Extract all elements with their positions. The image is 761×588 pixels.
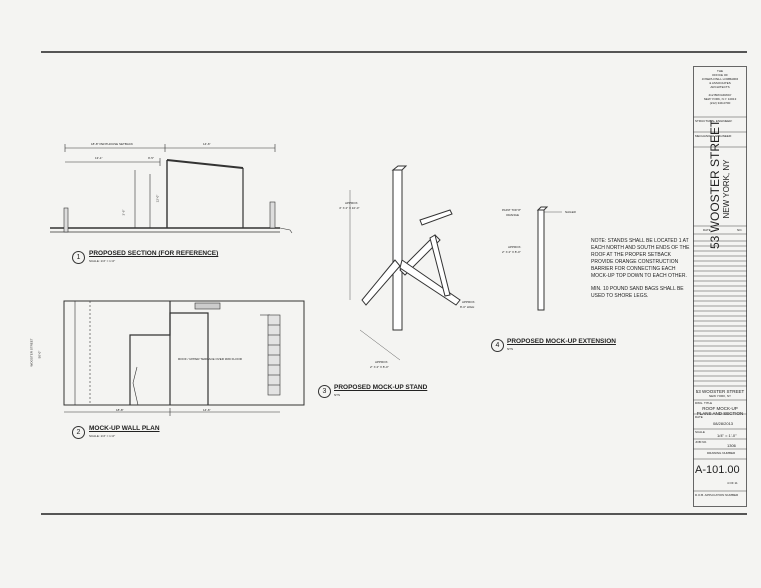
dim-14-6-top: 14'-6" bbox=[203, 142, 211, 146]
office-line-8: NEW YORK, N.Y. 10013 bbox=[703, 97, 737, 101]
dim-18-8: 18'-8" bbox=[116, 408, 124, 412]
office-line-2: OFFICE OF bbox=[712, 73, 728, 77]
note-sandbags: MIN. 10 POUND SAND BAGS SHALL BE USED TO… bbox=[591, 286, 684, 299]
office-line-3: JOSEPH PELL LOMBARDI bbox=[701, 77, 739, 81]
structural-engineer-label: STRUCTURAL ENGINEER: bbox=[695, 119, 733, 123]
drawing-2-number: 2 bbox=[72, 426, 85, 439]
title-block-frame bbox=[693, 66, 747, 507]
drawing-4-title: PROPOSED MOCK-UP EXTENSION bbox=[507, 338, 616, 345]
project-city-vertical: NEW YORK, NY bbox=[722, 159, 731, 219]
drawing-number: A-101.00 bbox=[695, 464, 740, 476]
drawing-3-number: 3 bbox=[318, 385, 331, 398]
project-name-vertical: 53 WOOSTER STREET NEW YORK, NY bbox=[708, 119, 735, 249]
approx-ext-l2: 2" X 4" X 8'-0" bbox=[502, 250, 521, 254]
job-label: JOB NO. bbox=[695, 440, 708, 444]
drawing-2-title: MOCK-UP WALL PLAN bbox=[89, 425, 160, 432]
dim-9-5: 9'-5" bbox=[148, 156, 154, 160]
rev-no-header: NO. bbox=[737, 228, 743, 232]
date-value: 08/28/2013 bbox=[713, 421, 734, 426]
office-line-4: & ASSOCIATES bbox=[709, 81, 731, 85]
general-note: NOTE: STANDS SHALL BE LOCATED 1 AT EACH … bbox=[591, 238, 691, 306]
architect-office: THE OFFICE OF JOSEPH PELL LOMBARDI & ASS… bbox=[697, 69, 743, 105]
sheet-count: 4 OF 11 bbox=[727, 481, 738, 485]
dwg-title-line-1: ROOF MOCK-UP bbox=[702, 406, 738, 411]
dim-14-6-bottom: 14'-6" bbox=[203, 408, 211, 412]
penthouse-setback-dim: 18'-8" PENTHOUSE SETBACK bbox=[91, 142, 133, 146]
dwg-title-line-2: PLANS AND SECTION bbox=[696, 411, 744, 416]
date-label: DATE bbox=[695, 415, 703, 419]
scale-value: 1/4" = 1'-0" bbox=[717, 433, 737, 438]
office-line-1: THE bbox=[717, 69, 723, 73]
office-line-5: ARCHITECTS bbox=[710, 85, 730, 89]
approx-bottom-l2: 2" X 4" X 8'-0" bbox=[370, 365, 389, 369]
approx-top-l2: 4" X 4" X 10'-0" bbox=[339, 206, 360, 210]
mockup-stand-drawing bbox=[349, 165, 461, 361]
dim-12-0: 12'-0" bbox=[155, 194, 160, 203]
paint-top-l2: ORANGE bbox=[506, 213, 520, 217]
drawing-1-title: PROPOSED SECTION (FOR REFERENCE) bbox=[89, 250, 219, 257]
scale-label: SCALE bbox=[695, 430, 705, 434]
sheet-top-border bbox=[41, 51, 747, 53]
mockup-extension-drawing bbox=[536, 206, 562, 311]
drawing-3-title: PROPOSED MOCK-UP STAND bbox=[334, 384, 428, 391]
drawing-3-scale: NTS bbox=[334, 393, 340, 397]
dwg-title: ROOF MOCK-UP PLANS AND SECTION bbox=[693, 406, 747, 416]
drawing-4-number: 4 bbox=[491, 339, 504, 352]
dim-3-6: 3'-6" bbox=[121, 209, 126, 216]
nailer-label: NAILER bbox=[565, 210, 576, 214]
dim-13-1: 13'-1" bbox=[95, 156, 103, 160]
job-value: 1306 bbox=[727, 443, 736, 448]
sheet-bottom-border bbox=[41, 513, 747, 515]
approx-top-l1: APPROX. bbox=[345, 201, 359, 205]
note-stands: NOTE: STANDS SHALL BE LOCATED 1 AT EACH … bbox=[591, 238, 690, 279]
rev-date-header: DATE bbox=[703, 228, 711, 232]
drawing-4-scale: NTS bbox=[507, 347, 513, 351]
drawing-1-number: 1 bbox=[72, 251, 85, 264]
dob-application-label: D.O.B. APPLICATION NUMBER bbox=[695, 493, 739, 497]
drawing-1-scale: SCALE: 1/4" = 1'-0" bbox=[89, 259, 116, 263]
roof-terrace-label: ROOF / UPPER TERRACE OVER 3RD FLOOR bbox=[178, 357, 242, 361]
title-block: THE OFFICE OF JOSEPH PELL LOMBARDI & ASS… bbox=[693, 66, 747, 507]
drawing-number-label: DRAWING NUMBER bbox=[707, 451, 736, 455]
office-line-9: (212) 349-0700 bbox=[709, 101, 731, 105]
approx-high-l1: APPROX. bbox=[462, 300, 476, 304]
project-address: 53 WOOSTER STREET NEW YORK, NY bbox=[693, 389, 747, 398]
wall-plan-drawing bbox=[63, 300, 305, 416]
mechanical-engineer-label: MECHANICAL ENGINEER: bbox=[695, 134, 732, 138]
section-drawing bbox=[50, 144, 293, 234]
paint-top-l1: PAINT TOP 8" bbox=[502, 208, 521, 212]
project-street-vertical: 53 WOOSTER STREET bbox=[708, 119, 722, 249]
drawing-2-scale: SCALE: 1/4" = 1'-0" bbox=[89, 434, 116, 438]
project-address-city: NEW YORK, NY bbox=[708, 394, 732, 398]
dim-50-0: 50'-0" bbox=[37, 350, 42, 359]
project-address-street: 53 WOOSTER STREET bbox=[695, 389, 745, 394]
dwg-title-label: DWG. TITLE bbox=[695, 401, 713, 405]
office-line-7: 412 BROADWAY bbox=[708, 93, 732, 97]
approx-bottom-l1: APPROX. bbox=[375, 360, 389, 364]
wooster-street-label: WOOSTER STREET bbox=[29, 338, 34, 367]
approx-high-l2: 8'-0" HIGH bbox=[460, 305, 475, 309]
approx-ext-l1: APPROX. bbox=[508, 245, 522, 249]
